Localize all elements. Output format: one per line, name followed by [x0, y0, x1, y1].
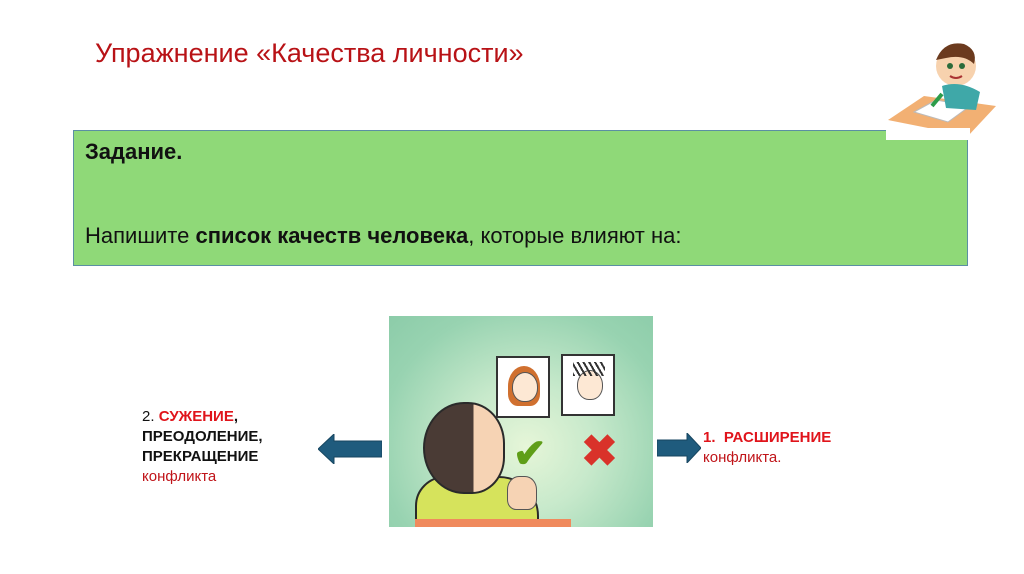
- choice-illustration: ✔ ✖: [389, 316, 653, 527]
- slide-title: Упражнение «Качества личности»: [95, 38, 524, 68]
- check-icon: ✔: [513, 432, 547, 476]
- illustration-overlap: [886, 128, 970, 140]
- option-number: 2.: [142, 408, 159, 425]
- child-hand: [507, 476, 537, 510]
- overcoming-label: ПРЕОДОЛЕНИЕ,: [142, 428, 263, 445]
- narrowing-keyword: СУЖЕНИЕ: [158, 408, 234, 425]
- task-text-bold: список качеств человека: [195, 223, 469, 248]
- hair: [573, 362, 605, 376]
- floor: [415, 519, 571, 527]
- boy-portrait: [561, 354, 615, 416]
- expansion-option: 1. РАСШИРЕНИЕ конфликта.: [703, 428, 831, 468]
- task-heading: Задание.: [85, 139, 183, 164]
- cross-icon: ✖: [581, 427, 618, 476]
- boy-writing-illustration: [884, 36, 1002, 142]
- child-head: [423, 402, 505, 494]
- termination-label: ПРЕКРАЩЕНИЕ: [142, 448, 259, 465]
- task-text-suffix: , которые влияют на:: [468, 223, 682, 248]
- expansion-keyword: 1. РАСШИРЕНИЕ: [703, 429, 832, 446]
- conflict-label: конфликта.: [703, 449, 782, 466]
- comma: ,: [233, 408, 239, 425]
- face: [512, 372, 538, 402]
- arrow-right-icon: [656, 431, 702, 465]
- task-text: Напишите список качеств человека, которы…: [85, 223, 681, 249]
- arrow-left-icon: [317, 432, 383, 466]
- narrowing-option: 2. СУЖЕНИЕ, ПРЕОДОЛЕНИЕ, ПРЕКРАЩЕНИЕ кон…: [142, 407, 263, 487]
- task-text-prefix: Напишите: [85, 223, 196, 248]
- girl-portrait: [496, 356, 550, 418]
- task-box: Задание. Напишите список качеств человек…: [73, 130, 968, 266]
- conflict-label: конфликта: [142, 468, 217, 485]
